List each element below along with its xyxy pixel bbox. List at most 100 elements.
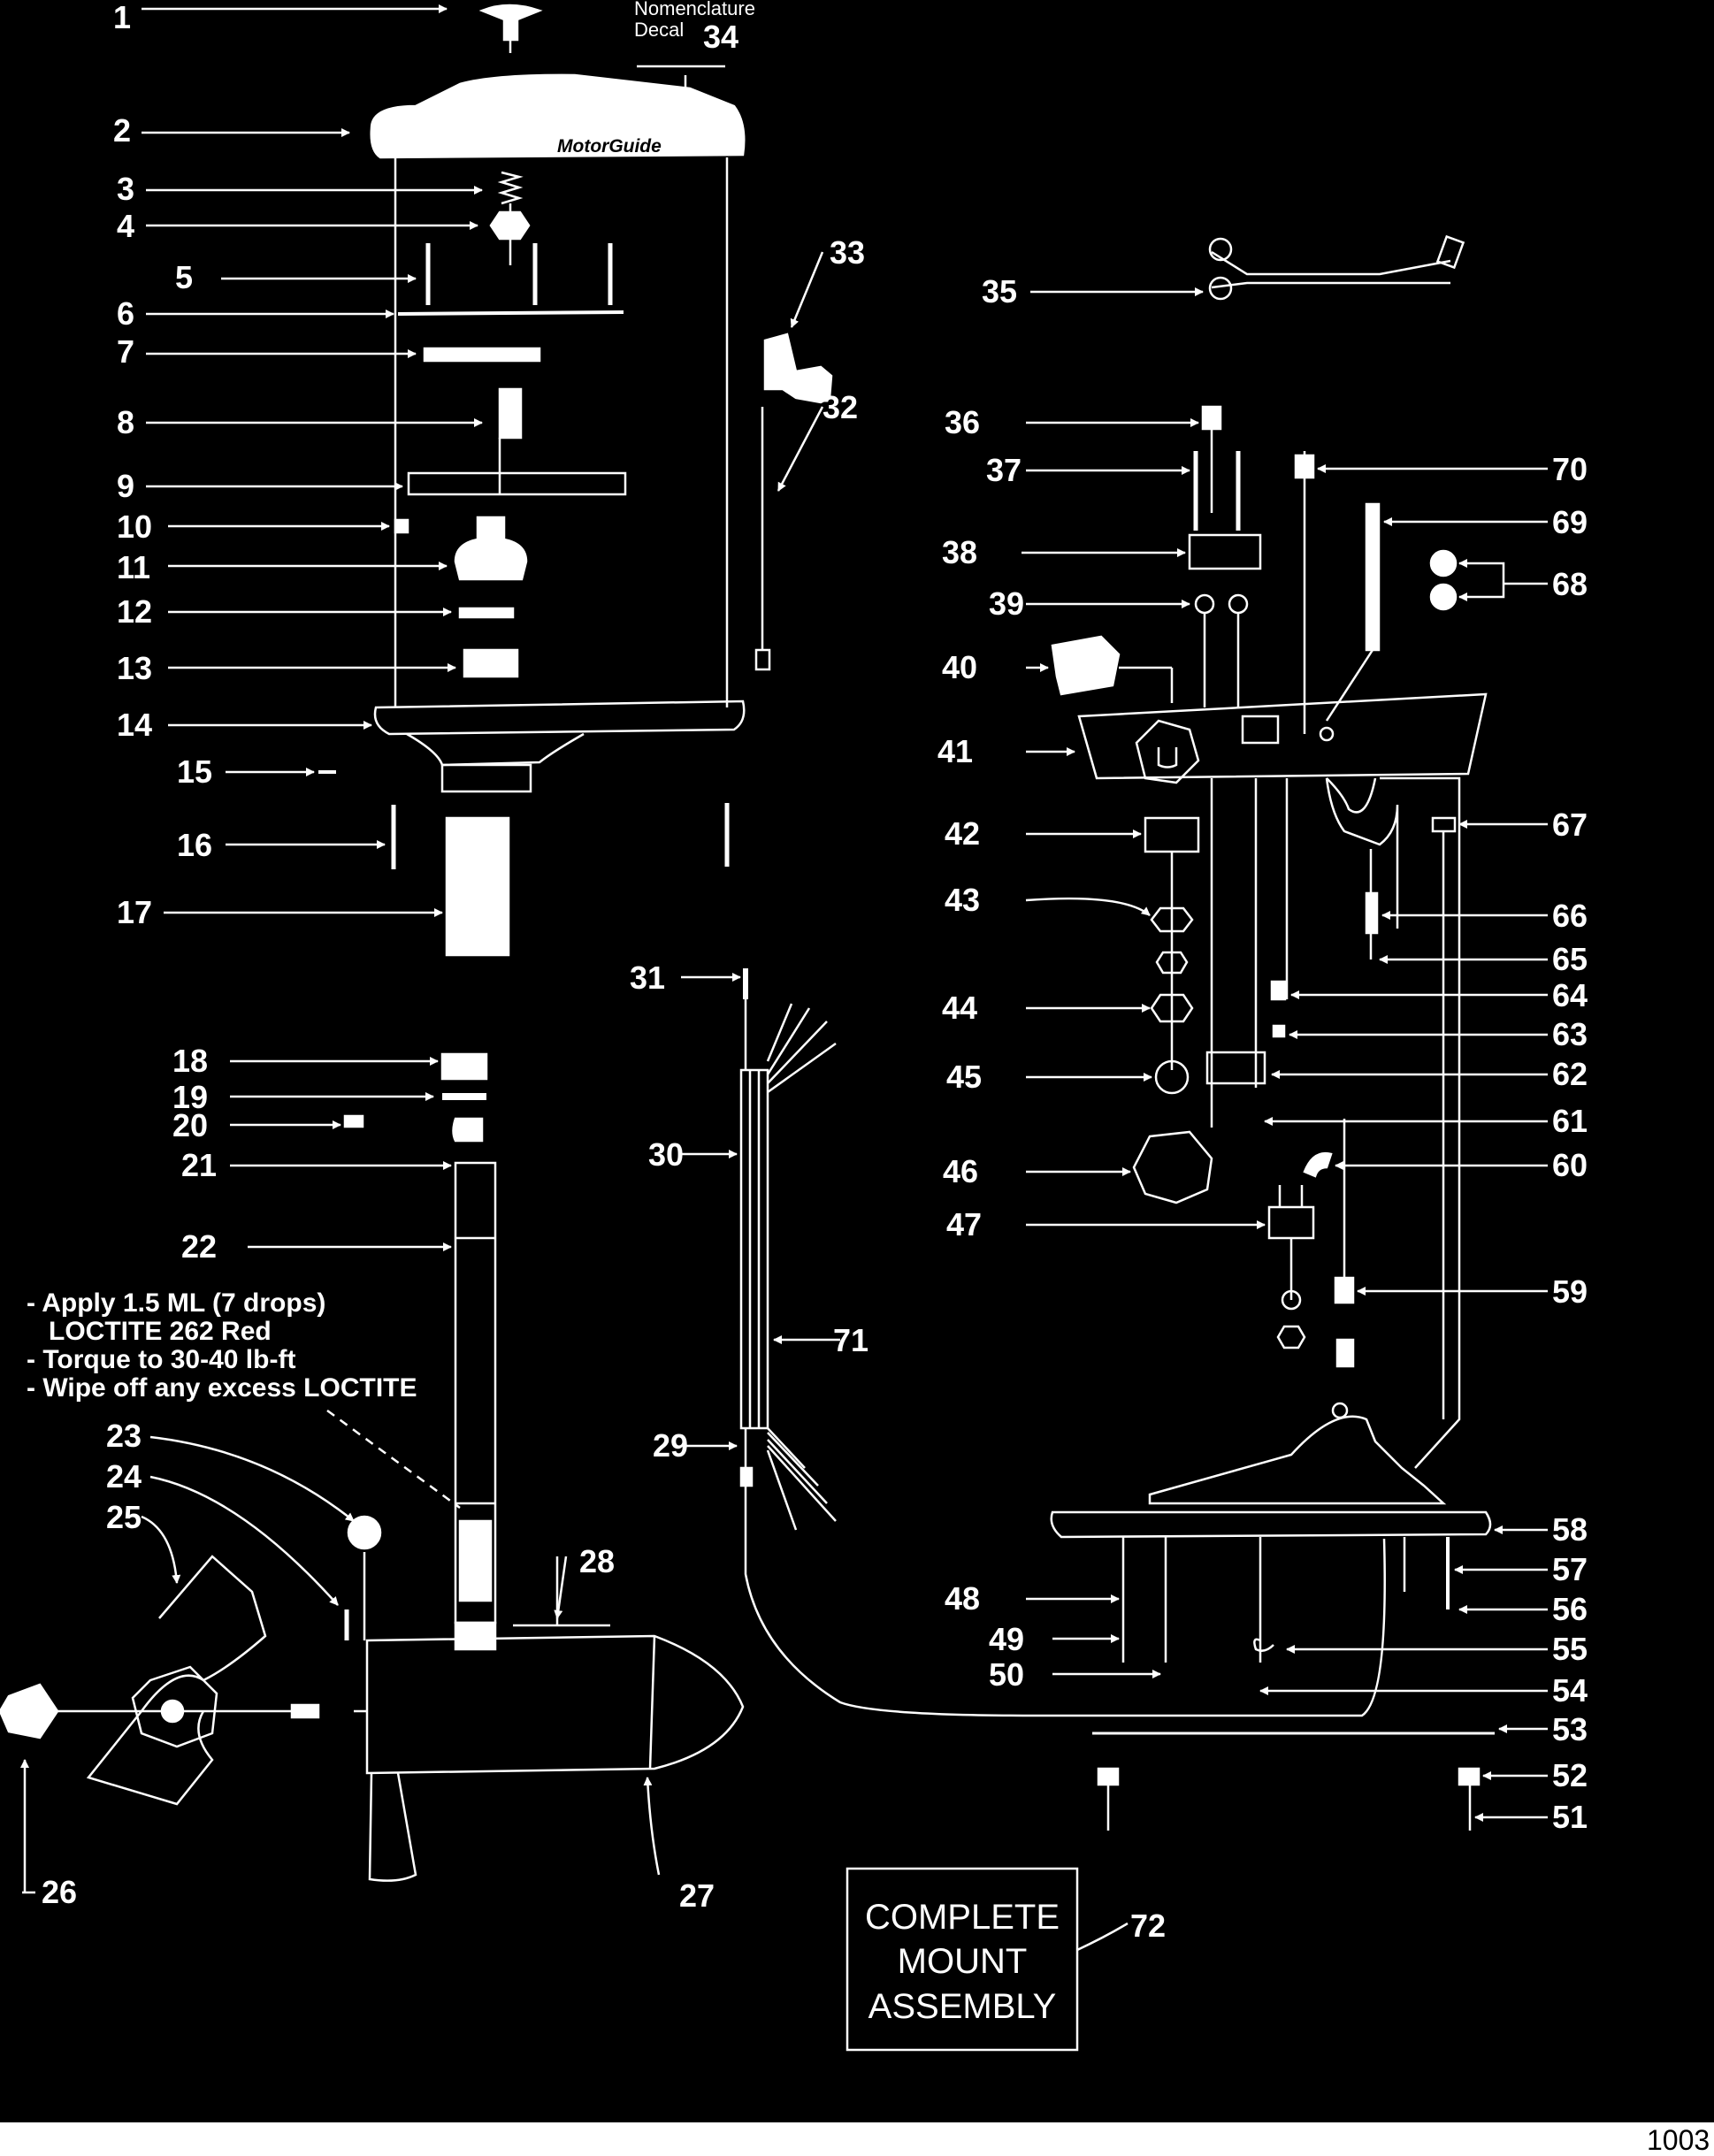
- callout-64: 64: [1552, 977, 1588, 1013]
- part-27-motor: [365, 1634, 745, 1775]
- callout-35: 35: [982, 273, 1018, 310]
- callout-42: 42: [945, 815, 981, 852]
- callout-61: 61: [1552, 1103, 1588, 1139]
- part-11-potentiometer: [454, 516, 528, 581]
- callout-72: 72: [1130, 1908, 1167, 1944]
- loctite-note-line3: - Torque to 30-40 lb-ft: [27, 1345, 296, 1374]
- callout-25: 25: [106, 1499, 142, 1535]
- callout-7: 7: [117, 333, 135, 370]
- callout-60: 60: [1552, 1147, 1588, 1183]
- callout-3: 3: [117, 171, 135, 207]
- callout-62: 62: [1552, 1056, 1588, 1092]
- callout-57: 57: [1552, 1551, 1588, 1587]
- callout-29: 29: [653, 1427, 689, 1464]
- callout-12: 12: [117, 593, 153, 630]
- callout-55: 55: [1552, 1631, 1588, 1667]
- part-25-propeller: [86, 1555, 267, 1806]
- part-14-base: [373, 700, 746, 736]
- part-35-wire-harness: [1211, 250, 1451, 289]
- callout-47: 47: [946, 1206, 983, 1242]
- callout-21: 21: [181, 1147, 218, 1183]
- callout-48: 48: [945, 1580, 981, 1617]
- callout-1: 1: [113, 0, 132, 35]
- callout-18: 18: [172, 1043, 209, 1079]
- part-58-base-plate: [1050, 1510, 1492, 1539]
- part-36-knob: [1201, 405, 1222, 431]
- part-30-cable-bundle: [739, 1068, 769, 1430]
- callout-59: 59: [1552, 1273, 1588, 1310]
- callout-26: 26: [42, 1874, 78, 1910]
- callout-71: 71: [833, 1322, 869, 1358]
- part-47-switch: [1267, 1205, 1315, 1240]
- callout-6: 6: [117, 295, 135, 332]
- callout-68: 68: [1552, 566, 1588, 602]
- part-13-bushing: [463, 648, 519, 678]
- callout-19: 19: [172, 1079, 209, 1115]
- part-23-washer: [347, 1515, 382, 1550]
- callout-28: 28: [579, 1543, 616, 1579]
- part-17-shaft: [445, 816, 510, 957]
- callout-11: 11: [117, 549, 151, 585]
- page-number: 1003: [1647, 2124, 1710, 2156]
- part-70-block: [1294, 454, 1315, 479]
- callout-13: 13: [117, 650, 153, 686]
- callout-27: 27: [679, 1877, 715, 1914]
- callout-2: 2: [113, 112, 132, 149]
- callout-50: 50: [989, 1656, 1025, 1693]
- part-10-pin: [394, 518, 409, 534]
- callout-15: 15: [177, 753, 213, 790]
- callout-36: 36: [945, 404, 981, 440]
- callout-4: 4: [117, 208, 135, 244]
- callout-69: 69: [1552, 504, 1588, 540]
- callout-33: 33: [830, 234, 866, 271]
- complete-mount-assembly-box: [846, 1867, 1079, 2052]
- part-33-grommet: [763, 333, 833, 404]
- complete-mount-assembly-line1: COMPLETE: [864, 1898, 1060, 1937]
- motorguide-logo: MotorGuide: [557, 136, 662, 157]
- callout-20: 20: [172, 1107, 209, 1143]
- part-18-cap: [440, 1052, 488, 1081]
- part-41-bracket: [1077, 692, 1488, 780]
- loctite-note-line1: - Apply 1.5 ML (7 drops): [27, 1288, 326, 1318]
- callout-51: 51: [1552, 1799, 1588, 1835]
- callout-70: 70: [1552, 451, 1588, 487]
- part-6-plate: [397, 310, 624, 316]
- callout-56: 56: [1552, 1591, 1588, 1627]
- complete-mount-assembly-line3: ASSEMBLY: [868, 1987, 1057, 2026]
- callout-17: 17: [117, 894, 153, 930]
- part-21-collar: [452, 1117, 484, 1143]
- loctite-note-line4: - Wipe off any excess LOCTITE: [27, 1373, 417, 1403]
- callout-49: 49: [989, 1621, 1025, 1657]
- callout-30: 30: [648, 1136, 685, 1173]
- part-3-spring: [497, 171, 524, 205]
- part-46-nut: [1132, 1130, 1213, 1204]
- part-38-switch: [1188, 533, 1262, 570]
- complete-mount-assembly-line2: MOUNT: [897, 1942, 1028, 1981]
- callout-52: 52: [1552, 1757, 1588, 1793]
- part-8-shaft: [498, 387, 523, 440]
- part-42-switch: [1144, 816, 1200, 853]
- callout-40: 40: [942, 649, 978, 685]
- callout-39: 39: [989, 585, 1025, 622]
- callout-5: 5: [175, 259, 194, 295]
- callout-54: 54: [1552, 1672, 1588, 1709]
- part-25-hub: [131, 1665, 218, 1748]
- part-9-bracket: [407, 471, 627, 496]
- nomenclature-decal-label-line2: Decal: [634, 19, 685, 41]
- part-40-cap: [1051, 635, 1121, 696]
- callout-8: 8: [117, 404, 135, 440]
- callout-66: 66: [1552, 898, 1588, 934]
- base-casting: [1148, 1415, 1447, 1505]
- callout-65: 65: [1552, 941, 1588, 977]
- callout-41: 41: [937, 733, 974, 769]
- callout-10: 10: [117, 508, 153, 545]
- part-1-knob: [478, 4, 543, 42]
- nomenclature-decal-label-line1: Nomenclature: [634, 0, 755, 19]
- callout-44: 44: [942, 990, 978, 1026]
- callout-9: 9: [117, 468, 135, 504]
- callout-37: 37: [986, 452, 1022, 488]
- callout-22: 22: [181, 1228, 218, 1265]
- callout-34: 34: [703, 19, 739, 55]
